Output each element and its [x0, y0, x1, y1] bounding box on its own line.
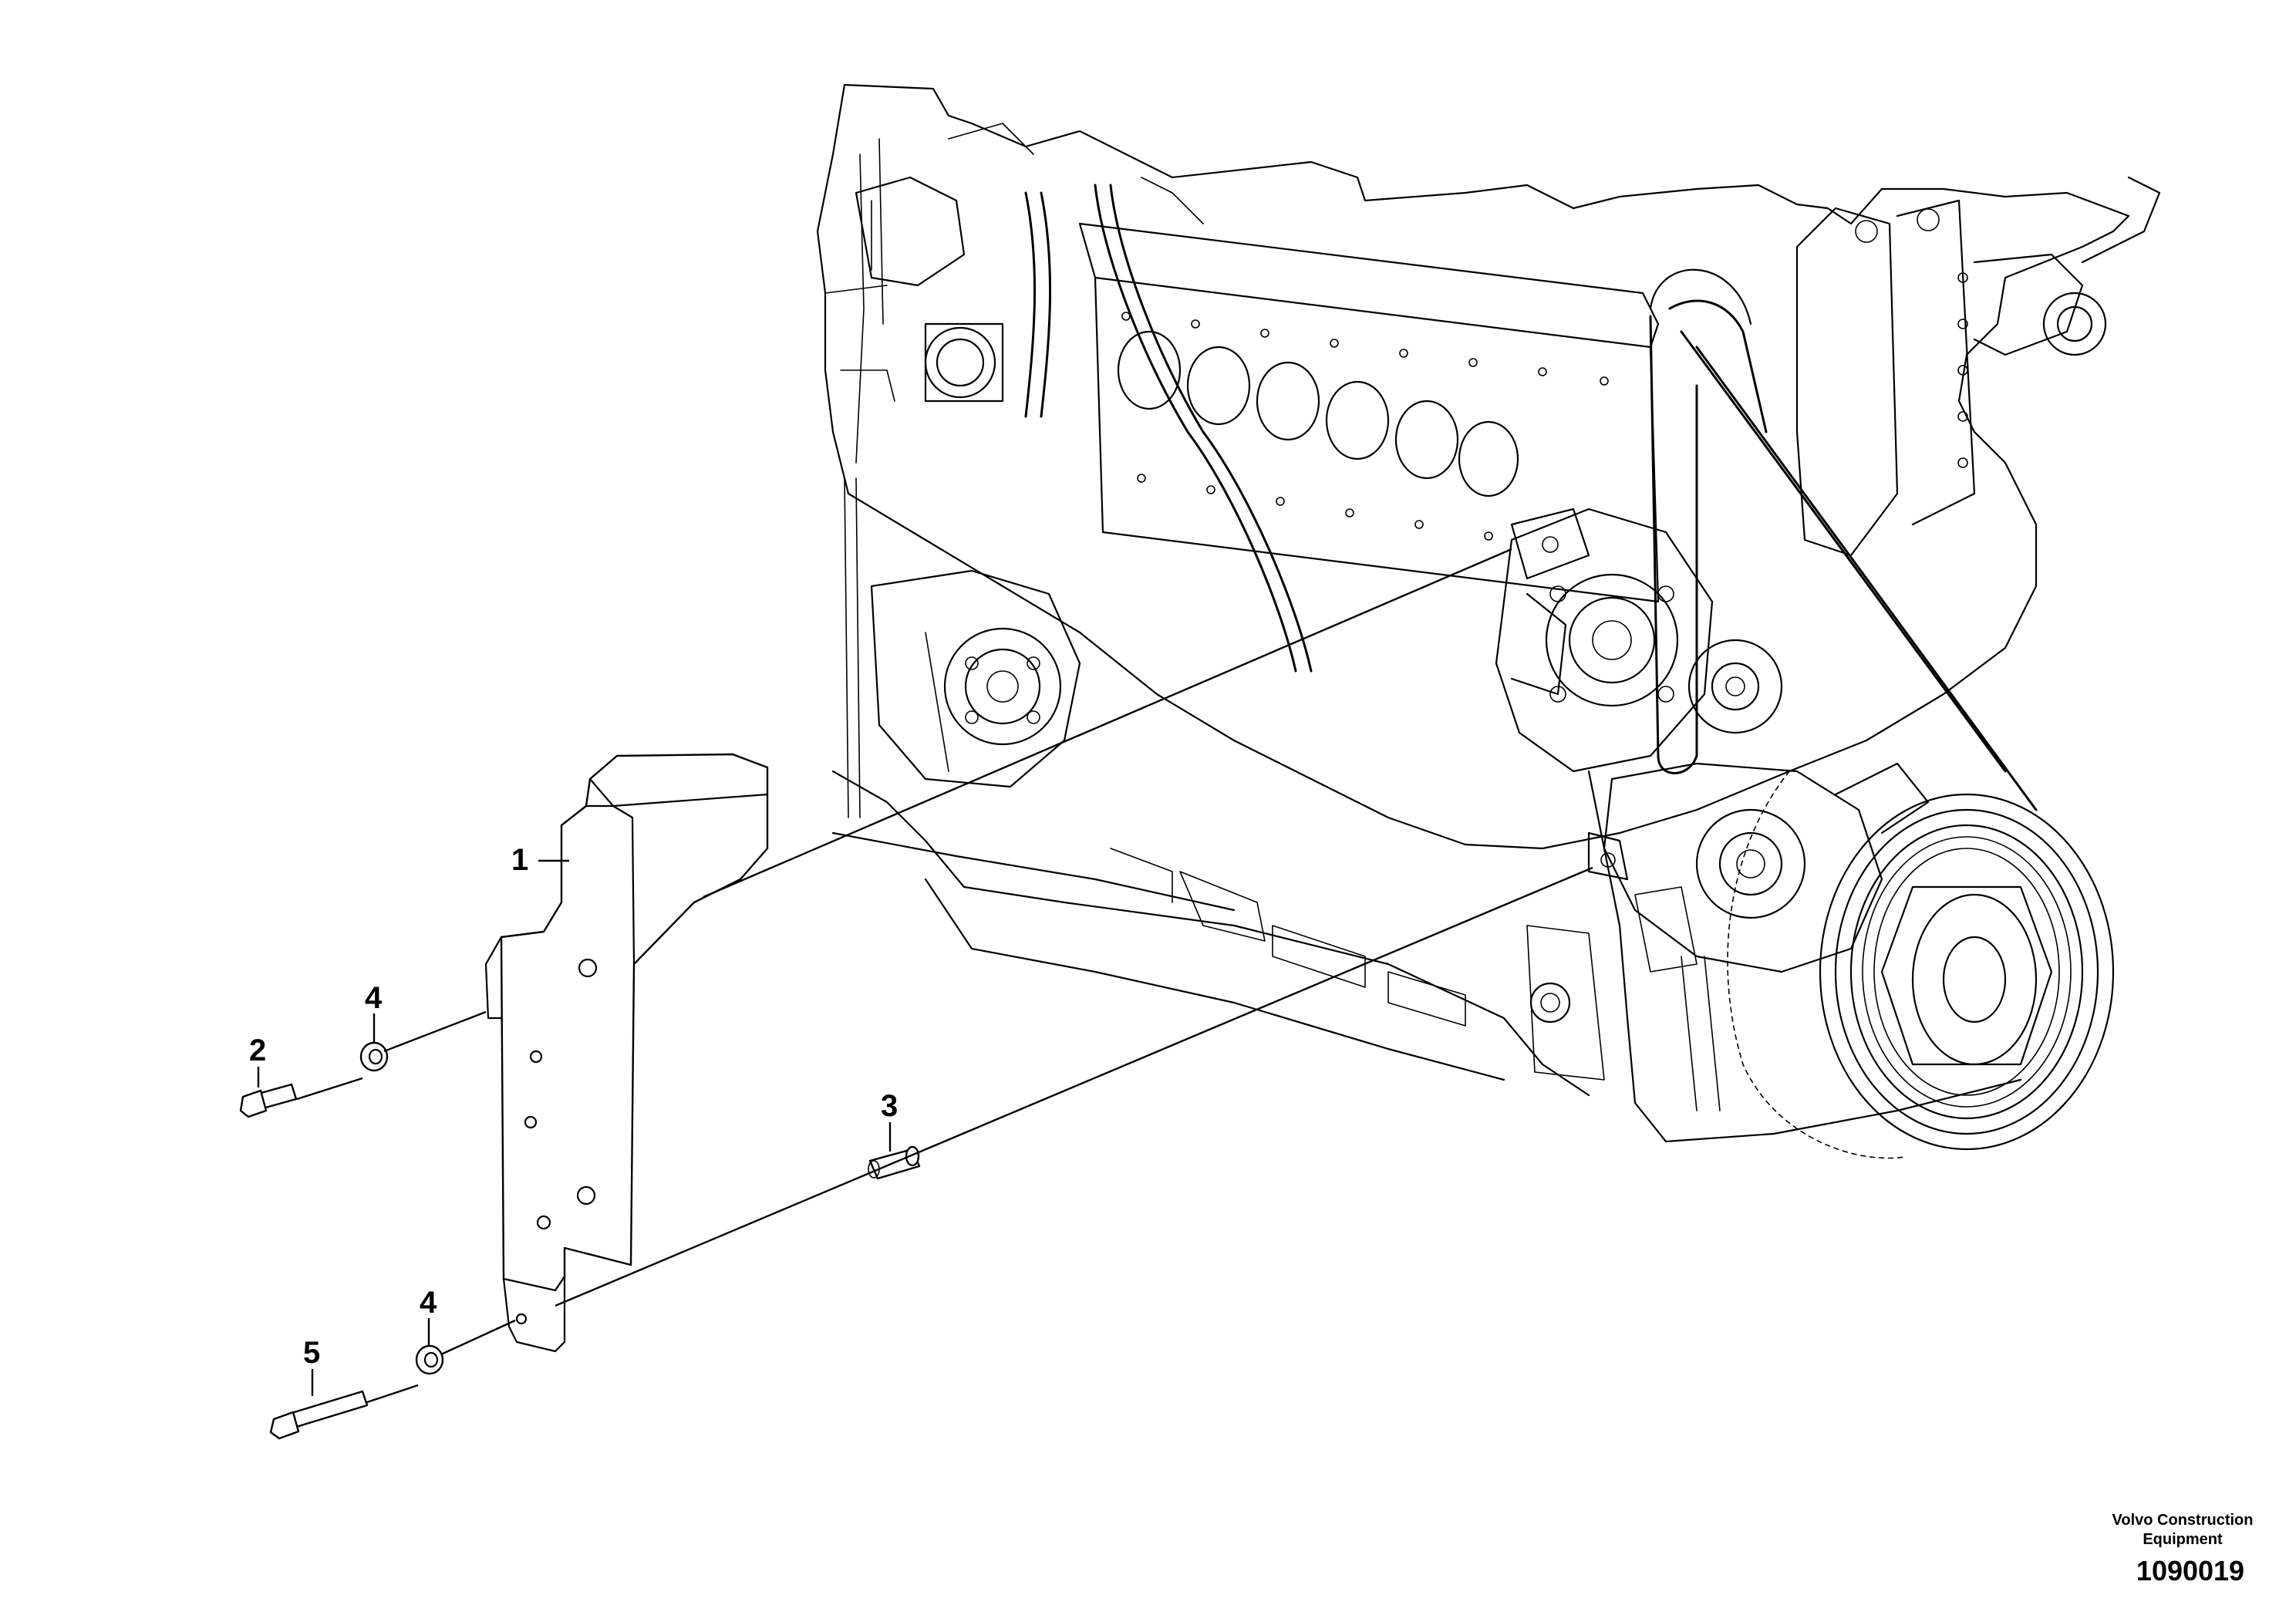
callout-5: 5: [303, 1336, 320, 1396]
belt-tensioner: [1603, 762, 1930, 973]
brand-name-line2: Equipment: [2143, 1531, 2223, 1548]
engine-block: [816, 83, 2161, 1159]
part-2-short-bolt: [239, 1083, 298, 1118]
fuel-pump: [870, 569, 1081, 788]
callout-1-label: 1: [511, 843, 528, 877]
idler-pulley: [1687, 639, 1783, 734]
part-1-bracket: [484, 753, 769, 1353]
part-4-washer-upper: [359, 1041, 389, 1072]
water-pump-housing: [1495, 508, 1714, 773]
callout-3: 3: [881, 1089, 898, 1152]
brand-name-line1: Volvo Construction: [2112, 1512, 2254, 1529]
alternator-mount-bracket: [1510, 508, 1629, 881]
callout-2: 2: [249, 1034, 266, 1088]
callout-4b-label: 4: [420, 1286, 437, 1320]
thermostat-housing: [1795, 176, 2161, 557]
head-bolt-dots: [1121, 312, 1609, 541]
assembly-leader-lines: [296, 548, 1593, 1404]
callout-4a-label: 4: [365, 981, 383, 1015]
part-4-washer-lower: [415, 1344, 444, 1375]
block-port-holes: [1117, 330, 1519, 497]
callout-5-label: 5: [303, 1336, 320, 1370]
crankshaft-damper: [1819, 793, 2115, 1151]
drive-belt: [1649, 268, 2038, 811]
callout-1: 1: [511, 843, 569, 877]
callout-4a: 4: [365, 981, 383, 1043]
drawing-number: 1090019: [2136, 1555, 2245, 1587]
callout-4b: 4: [420, 1286, 437, 1346]
part-5-long-bolt: [269, 1390, 369, 1440]
callout-2-label: 2: [249, 1034, 266, 1067]
callout-3-label: 3: [881, 1089, 898, 1123]
